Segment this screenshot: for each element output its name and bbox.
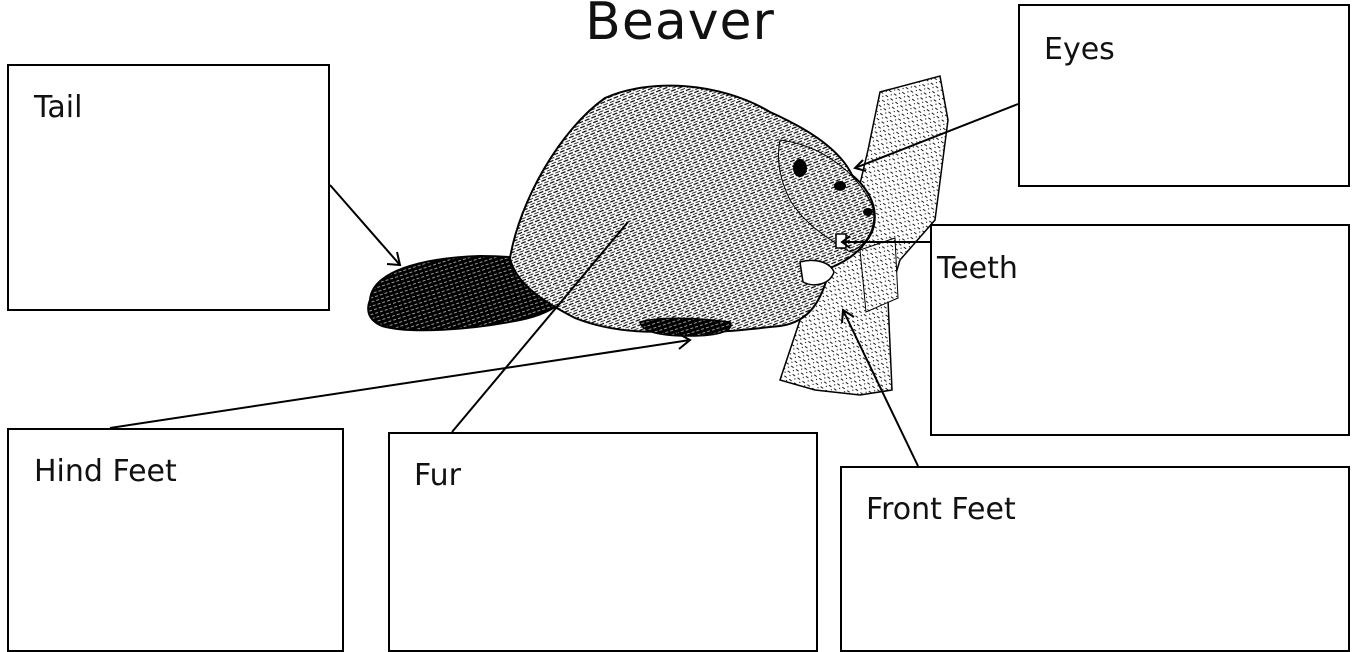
tail-label: Tail <box>34 90 82 126</box>
tail-leader <box>330 185 400 265</box>
beaver-illustration <box>368 86 875 336</box>
hind-feet-label: Hind Feet <box>34 454 177 490</box>
teeth-label: Teeth <box>937 251 1018 287</box>
eyes-label: Eyes <box>1044 32 1115 68</box>
diagram-title: Beaver <box>560 0 800 52</box>
hind-feet-leader <box>110 340 690 428</box>
front-feet-label: Front Feet <box>866 492 1016 528</box>
fur-label: Fur <box>414 458 461 494</box>
